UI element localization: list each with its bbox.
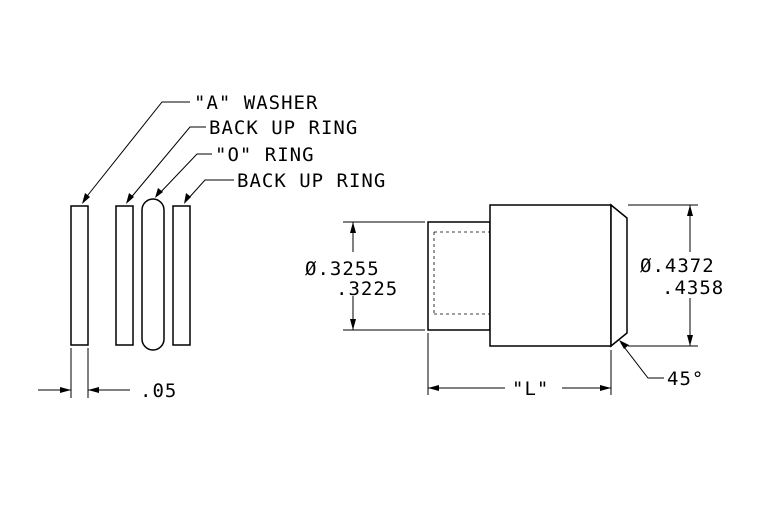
a-washer-part: [70, 205, 89, 346]
inner-diameter-max: Ø.3255: [305, 258, 380, 280]
o-ring-leader: [155, 153, 212, 198]
a-washer-label: "A" WASHER: [194, 92, 318, 114]
inner-diameter-min: .3225: [336, 278, 398, 300]
o-ring-label: "O" RING: [215, 144, 315, 166]
fitting-body: [427, 203, 628, 348]
back-up-ring-label-1: BACK UP RING: [209, 117, 358, 139]
outer-diameter-max: Ø.4372: [640, 255, 715, 277]
length-dimension: [427, 333, 612, 395]
back-up-ring-part-2: [172, 205, 191, 346]
back-up-ring-leader-2: [184, 179, 234, 204]
o-ring-part: [141, 198, 165, 351]
a-washer-leader: [82, 101, 190, 204]
thickness-dimension: [38, 348, 130, 398]
inner-diameter-dimension: [343, 221, 425, 331]
chamfer-label: 45°: [667, 368, 704, 390]
thickness-value: .05: [140, 380, 177, 402]
back-up-ring-leader-1: [126, 126, 206, 204]
chamfer-leader: [619, 340, 664, 379]
outer-diameter-dimension: [628, 204, 698, 347]
back-up-ring-part-1: [115, 205, 134, 346]
outer-diameter-min: .4358: [662, 277, 724, 299]
back-up-ring-label-2: BACK UP RING: [237, 170, 386, 192]
length-label: "L": [512, 378, 549, 400]
